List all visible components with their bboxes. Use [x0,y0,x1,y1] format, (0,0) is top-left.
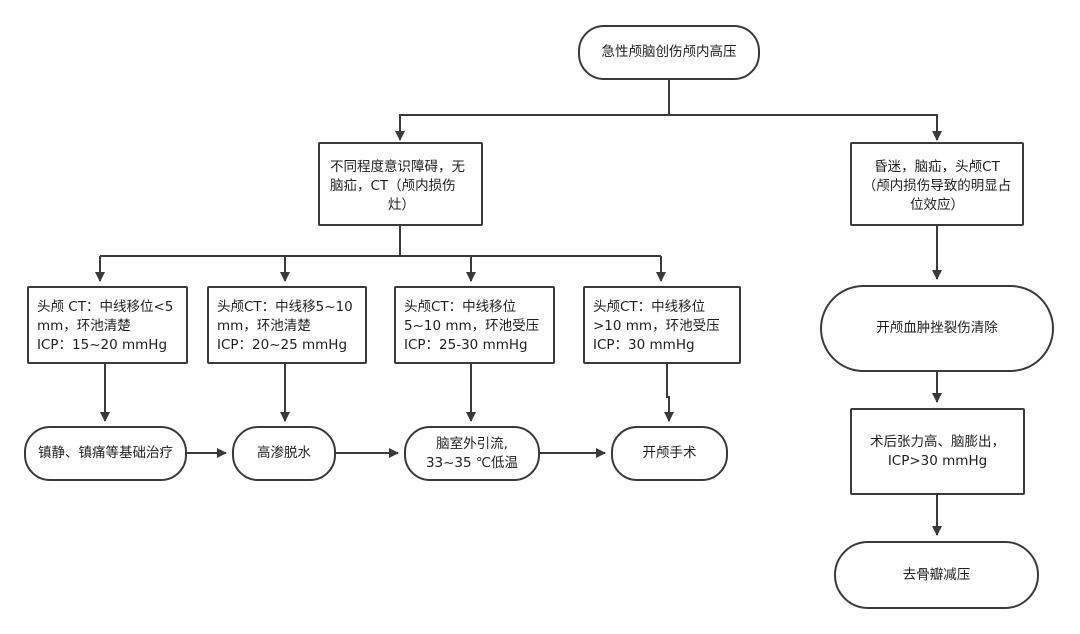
criteria-box-2: 头颅CT：中线移5~10 mm，环池清楚 ICP：20~25 mmHg [207,286,367,364]
left-condition-line-2: 脑疝，CT（颅内损伤 [330,178,456,194]
criteria-3-line-3: ICP：25-30 mmHg [404,337,528,353]
criteria-4-line-2: >10 mm，环池受压 [593,318,720,334]
criteria-2-line-2: mm，环池清楚 [217,318,311,334]
criteria-1-line-1: 头颅 CT：中线移位<5 [37,299,174,315]
treatment-3-line-1: 脑室外引流, [436,435,508,452]
treatment-node-3: 脑室外引流, 33~35 ℃低温 [404,426,540,481]
criteria-box-3: 头颅CT：中线移位 5~10 mm，环池受压 ICP：25-30 mmHg [394,286,555,364]
link-root-right [669,114,942,141]
right-condition-box: 昏迷，脑疝，头颅CT （颅内损伤导致的明显占 位效应） [850,142,1024,226]
treatment-node-2: 高渗脱水 [232,426,336,481]
right-condition-line-3: 位效应） [910,197,964,213]
treatment-2-label: 高渗脱水 [257,445,311,461]
criteria-1-line-2: mm，环池清楚 [37,318,131,334]
link-root-trunk [395,80,670,141]
right-step-2-line-1: 术后张力高、脑膨出， [870,433,1005,450]
treatment-1-label: 镇静、镇痛等基础治疗 [38,445,173,461]
treatment-4-label: 开颅手术 [642,445,697,461]
treatment-node-1: 镇静、镇痛等基础治疗 [24,426,187,481]
left-condition-line-3: 灶） [388,197,415,213]
criteria-4-line-3: ICP：30 mmHg [593,337,695,353]
root-node: 急性颅脑创伤颅内高压 [578,25,760,80]
root-label: 急性颅脑创伤颅内高压 [601,44,737,60]
criteria-2-line-1: 头颅CT：中线移5~10 [217,299,353,315]
right-step-2-line-2: ICP>30 mmHg [887,452,988,469]
criteria-3-line-2: 5~10 mm，环池受压 [404,318,540,334]
left-condition-line-1: 不同程度意识障碍，无 [330,159,465,175]
criteria-1-line-3: ICP：15~20 mmHg [37,337,168,353]
criteria-box-4: 头颅CT：中线移位 >10 mm，环池受压 ICP：30 mmHg [583,286,741,364]
link-criteria4-treatment4 [664,364,674,422]
right-step-3: 去骨瓣减压 [834,541,1039,609]
left-condition-box: 不同程度意识障碍，无 脑疝，CT（颅内损伤 灶） [318,142,483,226]
treatment-3-line-2: 33~35 ℃低温 [425,454,519,471]
criteria-4-line-1: 头颅CT：中线移位 [593,299,706,315]
right-condition-line-2: （颅内损伤导致的明显占 [862,178,1012,194]
right-step-3-label: 去骨瓣减压 [902,566,971,583]
right-step-1-label: 开颅血肿挫裂伤清除 [876,320,998,336]
right-step-1: 开颅血肿挫裂伤清除 [820,285,1054,372]
right-step-2: 术后张力高、脑膨出， ICP>30 mmHg [850,408,1025,495]
criteria-3-line-1: 头颅CT：中线移位 [404,299,517,315]
criteria-box-1: 头颅 CT：中线移位<5 mm，环池清楚 ICP：15~20 mmHg [27,286,188,364]
right-condition-line-1: 昏迷，脑疝，头颅CT [874,159,1000,175]
criteria-2-line-3: ICP：20~25 mmHg [217,337,348,353]
treatment-node-4: 开颅手术 [611,426,728,481]
